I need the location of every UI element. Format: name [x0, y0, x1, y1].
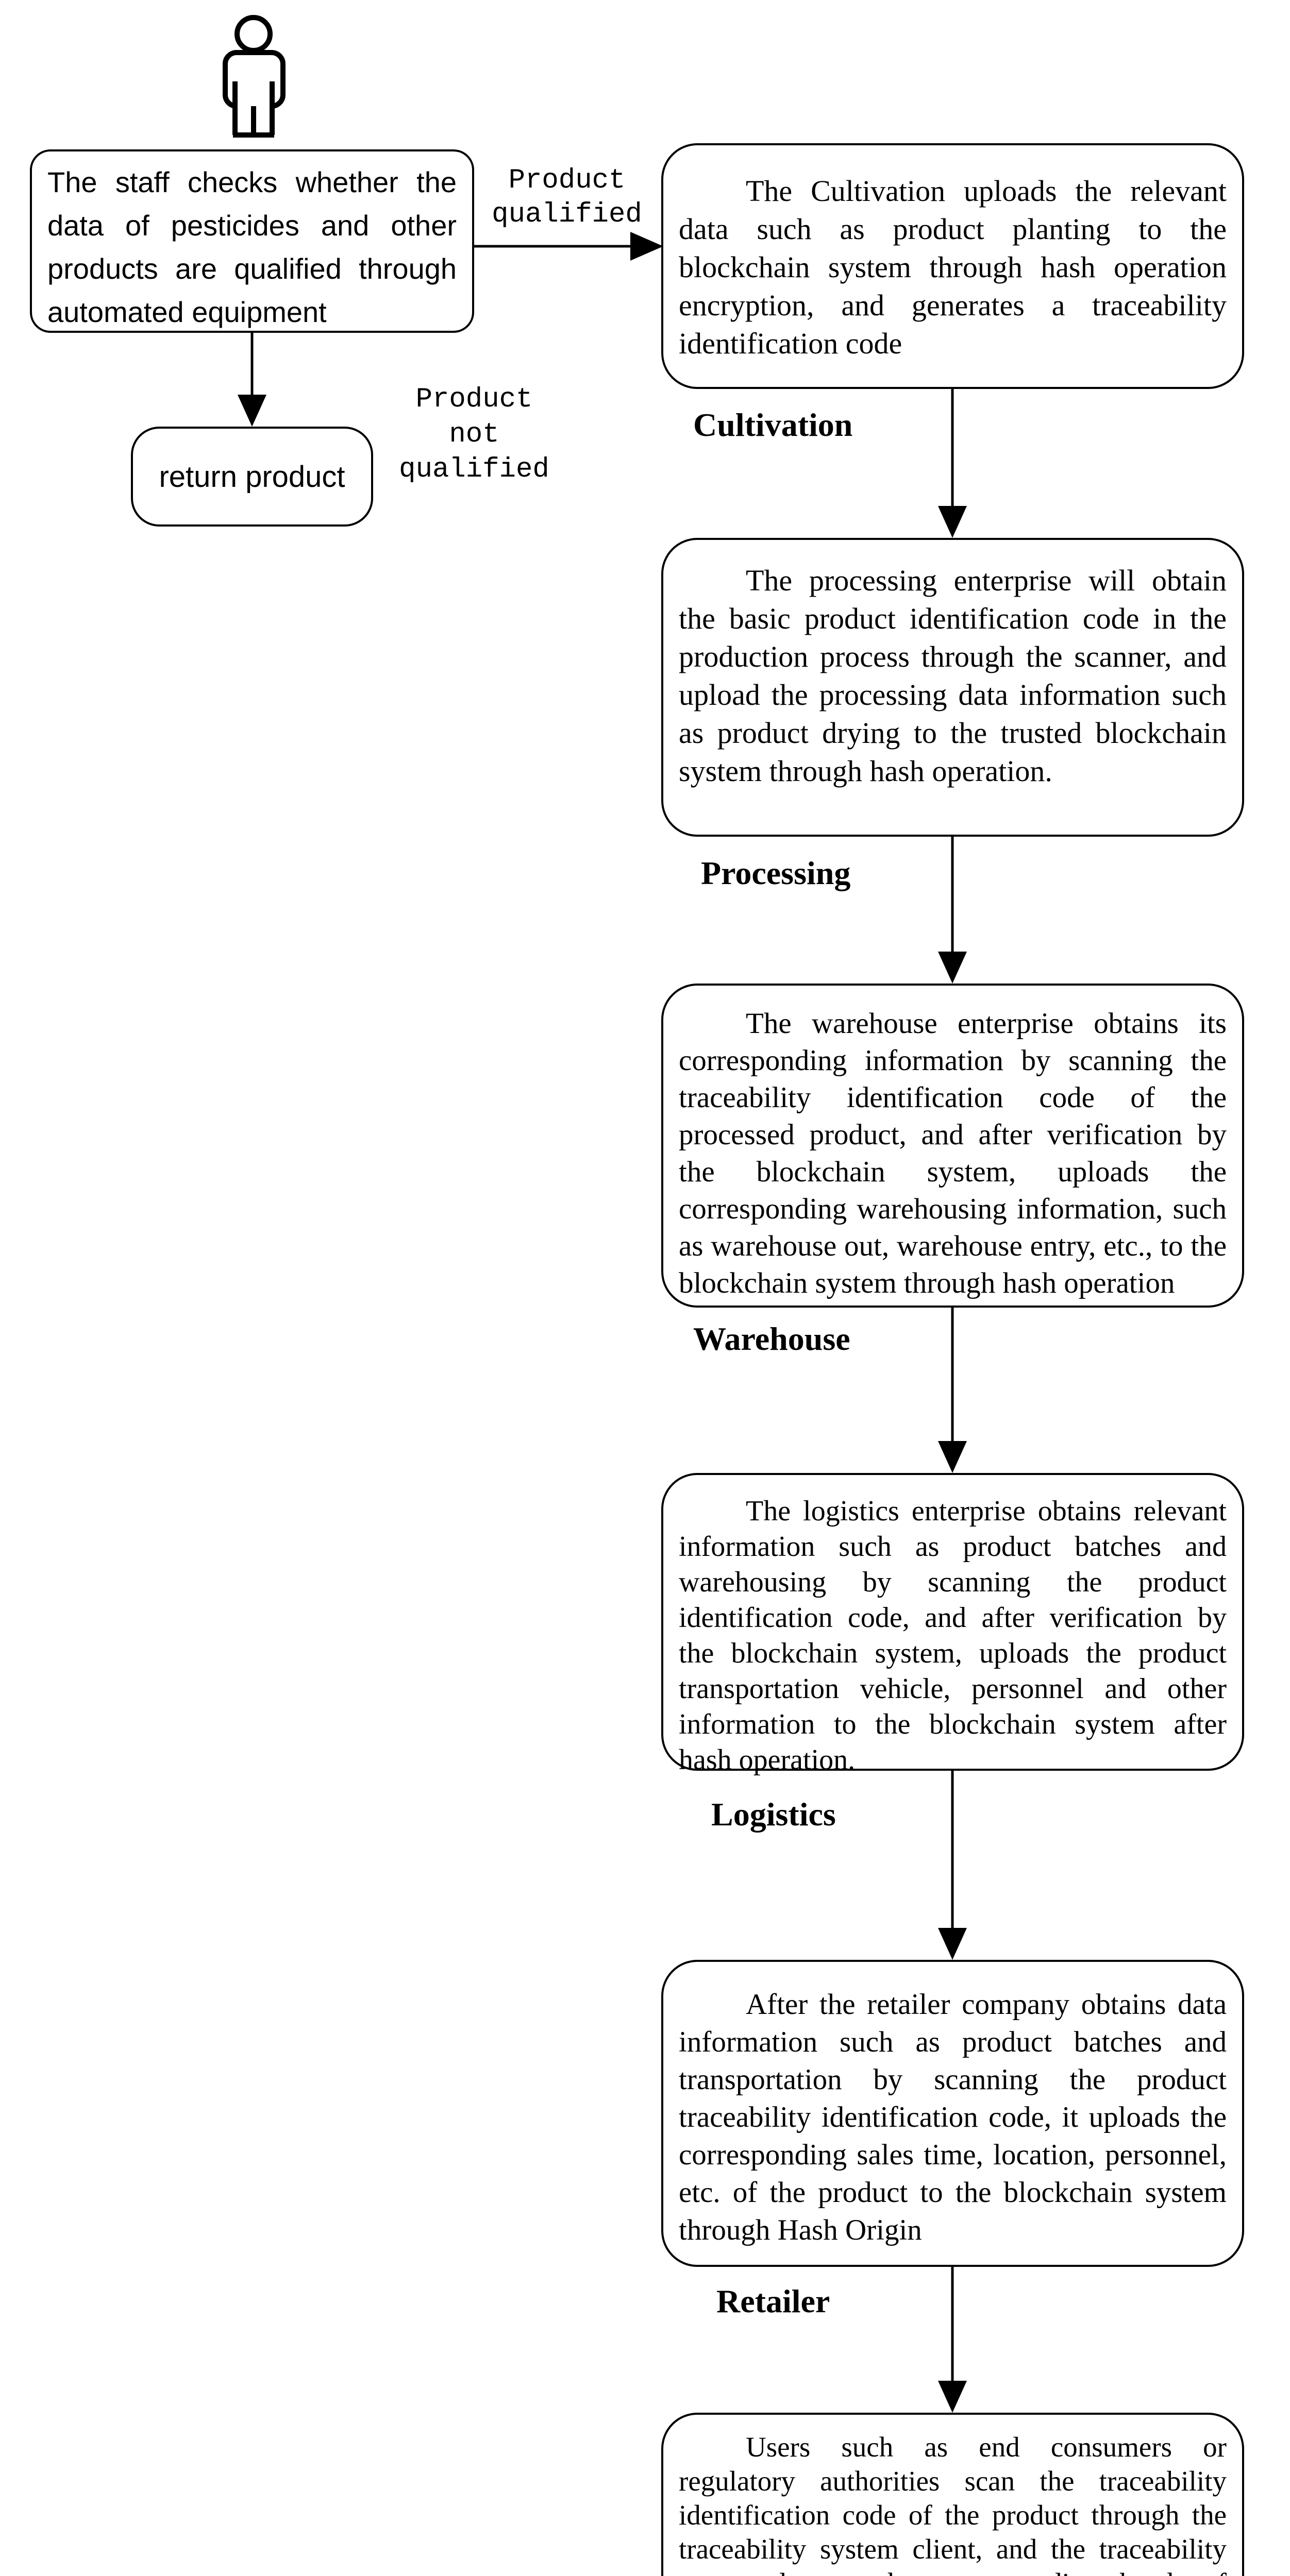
- stage-box-supervision: Users such as end consumers or regulator…: [661, 2413, 1244, 2576]
- person-icon: [223, 15, 286, 138]
- stage-box-warehouse: The warehouse enterprise obtains its cor…: [661, 984, 1244, 1308]
- arrow-warehouse-to-logistics: [938, 1308, 967, 1473]
- arrow-logistics-to-retailer: [938, 1771, 967, 1960]
- stage-text-cultivation: The Cultivation uploads the relevant dat…: [679, 174, 1227, 360]
- return-product-text: return product: [159, 460, 345, 494]
- edge-label-product-qualified: Product qualified: [492, 165, 642, 230]
- stage-box-logistics: The logistics enterprise obtains relevan…: [661, 1473, 1244, 1776]
- arrow-product-qualified: [474, 232, 663, 261]
- stage-text-processing: The processing enterprise will obtain th…: [679, 564, 1227, 788]
- stage-text-warehouse: The warehouse enterprise obtains its cor…: [679, 1007, 1227, 1299]
- stage-label-logistics: Logistics: [711, 1796, 836, 1833]
- edge-label-product-not-qualified: Product not qualified: [399, 384, 549, 485]
- stage-box-retailer: After the retailer company obtains data …: [661, 1960, 1244, 2267]
- staff-check-box: The staff checks whether the data of pes…: [30, 149, 474, 333]
- arrow-retailer-to-supervision: [938, 2267, 967, 2413]
- stage-text-retailer: After the retailer company obtains data …: [679, 1988, 1227, 2246]
- stage-label-cultivation: Cultivation: [693, 406, 853, 443]
- stage-text-logistics: The logistics enterprise obtains relevan…: [679, 1495, 1227, 1776]
- staff-check-text: The staff checks whether the data of pes…: [47, 166, 457, 328]
- stage-label-warehouse: Warehouse: [693, 1320, 850, 1357]
- arrow-cultivation-to-processing: [938, 389, 967, 538]
- arrow-processing-to-warehouse: [938, 837, 967, 984]
- stage-label-retailer: Retailer: [716, 2283, 830, 2319]
- return-product-box: return product: [131, 427, 373, 527]
- stage-box-processing: The processing enterprise will obtain th…: [661, 538, 1244, 837]
- stage-label-processing: Processing: [701, 855, 851, 891]
- arrow-product-not-qualified: [238, 333, 266, 427]
- stage-box-cultivation: The Cultivation uploads the relevant dat…: [661, 143, 1244, 389]
- stage-text-supervision: Users such as end consumers or regulator…: [679, 2431, 1227, 2576]
